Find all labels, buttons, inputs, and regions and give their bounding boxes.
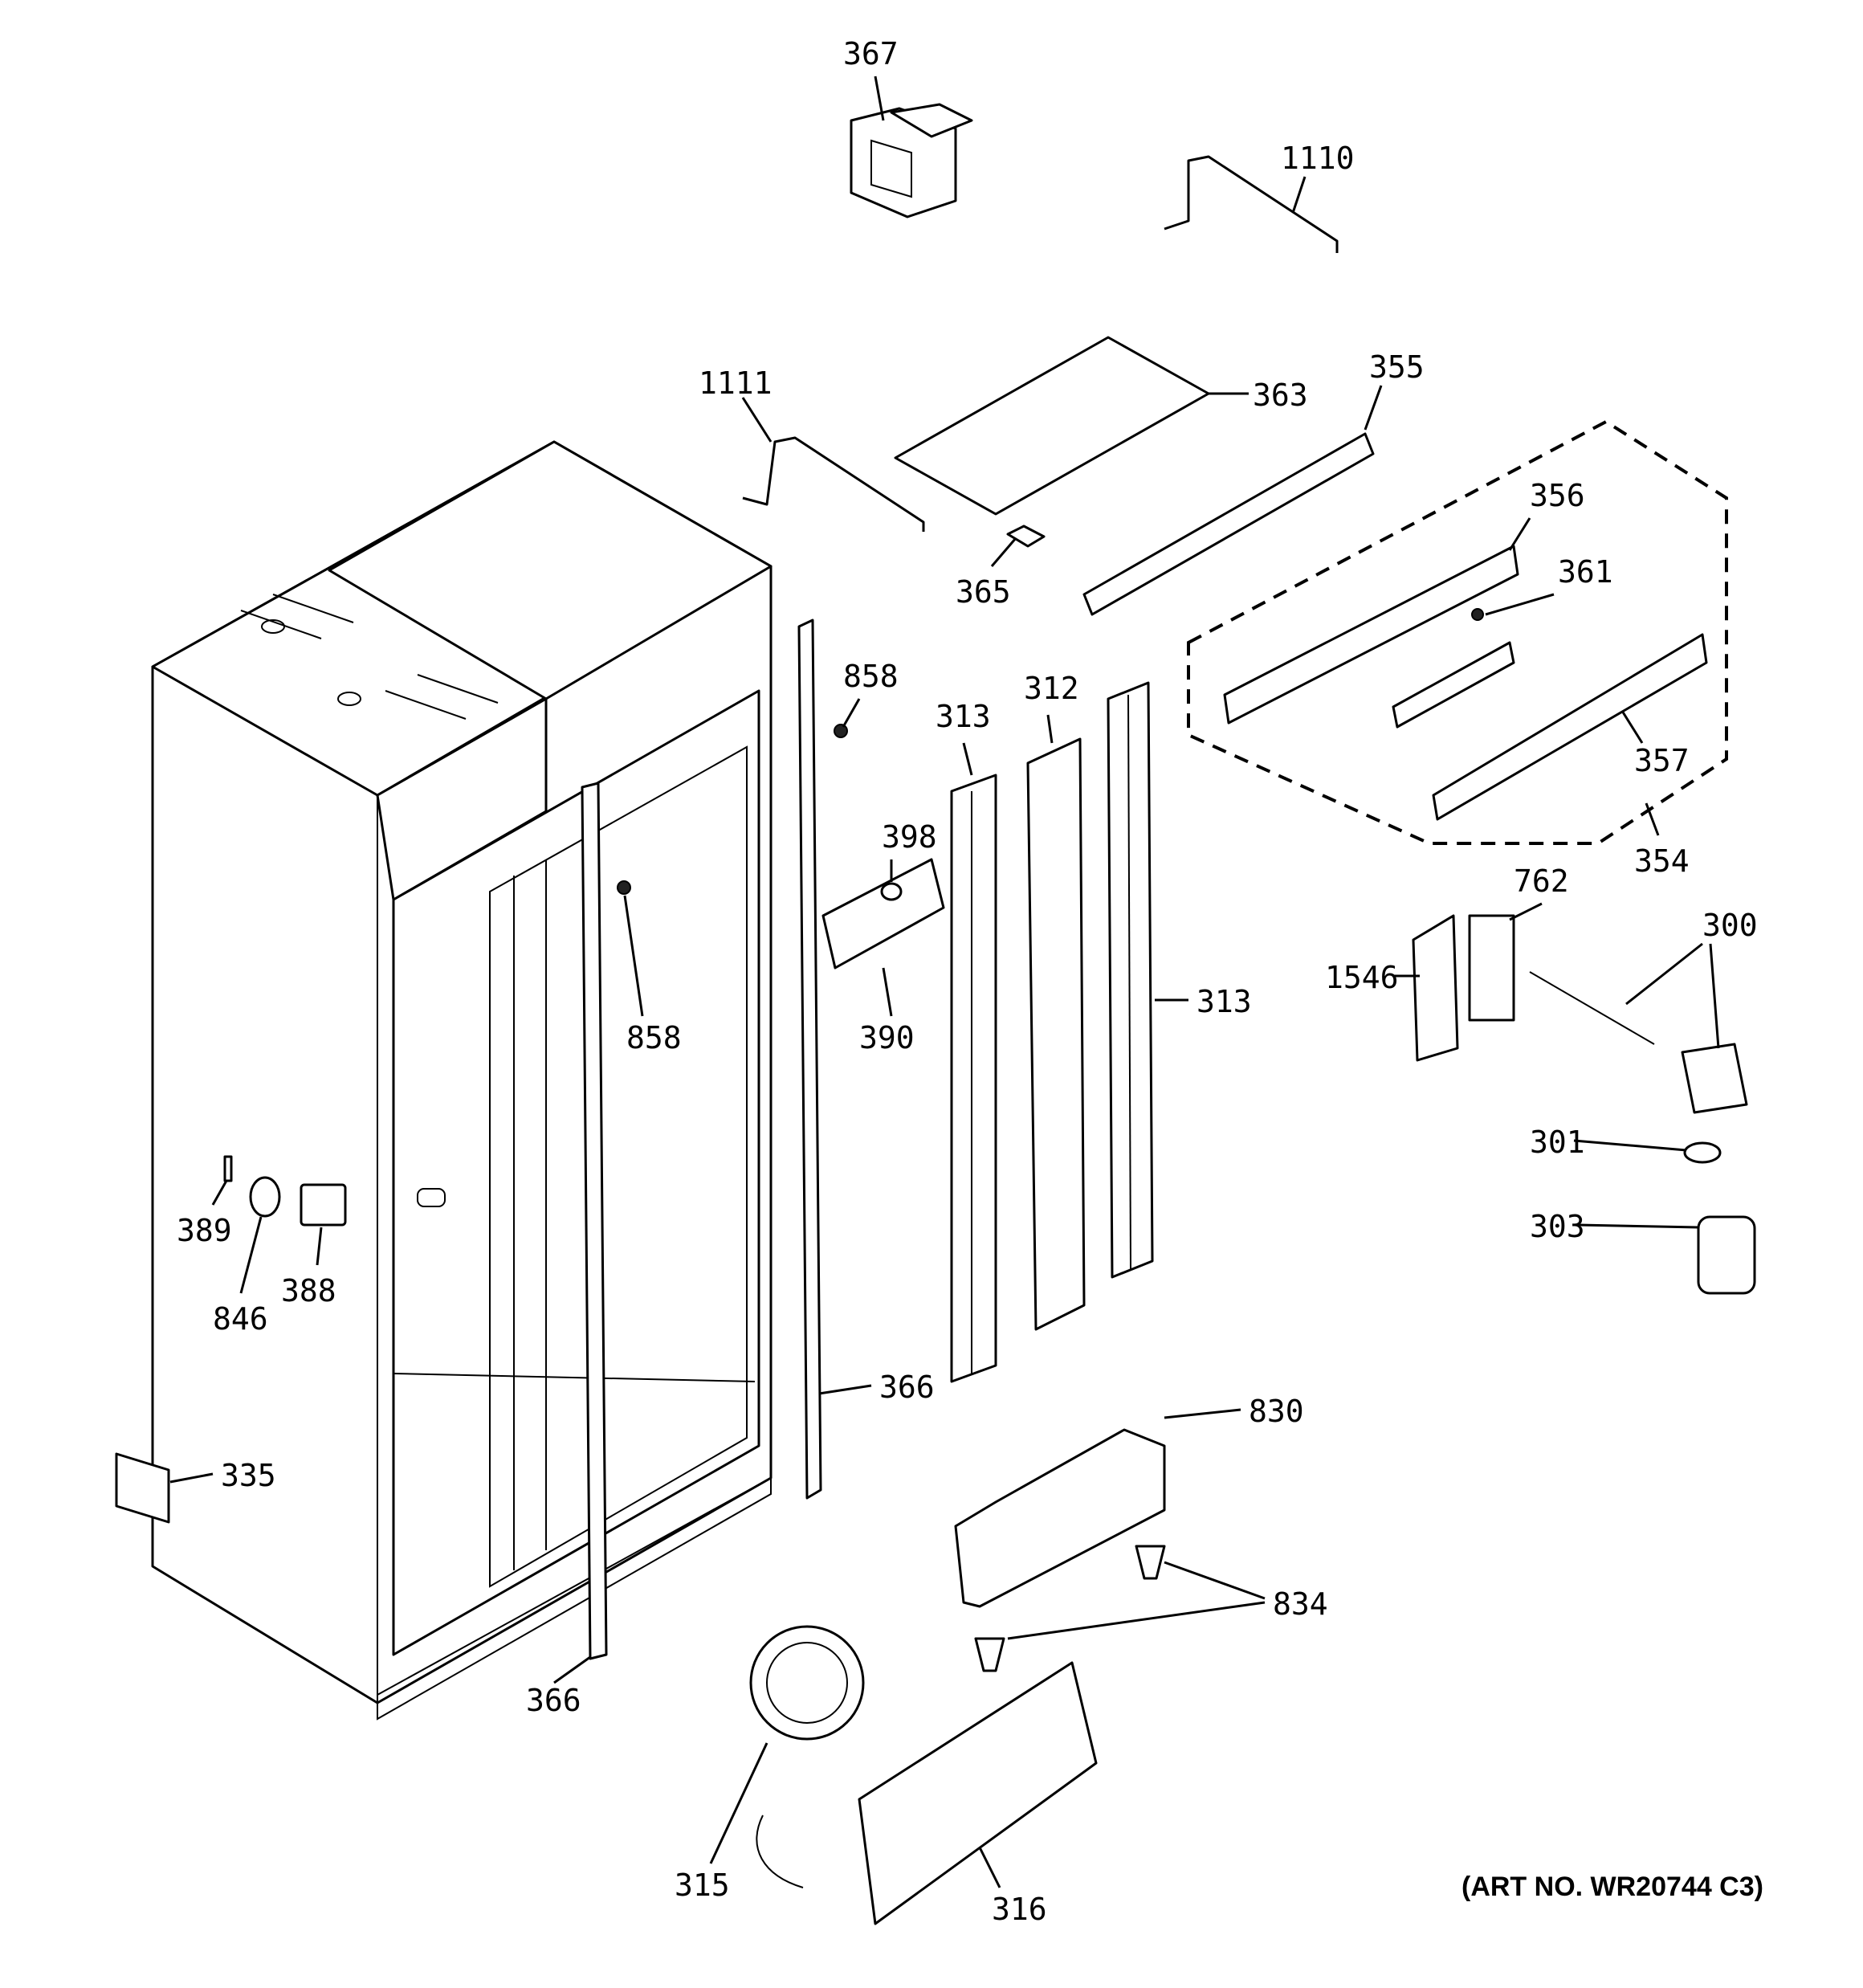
part-315-coil <box>749 1625 865 1888</box>
part-300-fan-assembly <box>1529 971 1748 1114</box>
callout-1546: 1546 <box>1325 960 1399 995</box>
callout-365: 365 <box>956 574 1011 610</box>
callout-1110: 1110 <box>1281 141 1355 176</box>
part-846-vent <box>249 1176 281 1218</box>
part-365-clip <box>1006 525 1046 548</box>
callout-300: 300 <box>1702 908 1758 943</box>
callout-labels: 367 1110 1111 363 355 356 361 365 858 31… <box>177 36 1763 1927</box>
art-number: (ART NO. WR20744 C3) <box>1461 1872 1763 1902</box>
part-390-bracket-plate <box>821 858 945 970</box>
part-303-filter <box>1697 1215 1756 1295</box>
cabinet-assembly <box>151 440 773 1721</box>
callout-366-lower: 366 <box>526 1683 581 1718</box>
callout-335: 335 <box>221 1458 276 1493</box>
part-316-panel <box>858 1661 1098 1925</box>
callout-356: 356 <box>1530 478 1585 513</box>
part-335-grille <box>115 1452 170 1524</box>
control-assembly-group <box>1187 419 1728 845</box>
callout-389: 389 <box>177 1213 232 1248</box>
part-858-screw-upper <box>834 724 848 738</box>
callout-834: 834 <box>1273 1586 1328 1622</box>
part-762-block <box>1468 914 1515 1022</box>
callout-858-lower: 858 <box>626 1020 682 1055</box>
part-398-plug <box>880 882 903 901</box>
callout-361: 361 <box>1558 554 1613 590</box>
callout-316: 316 <box>992 1892 1047 1927</box>
part-830-bracket <box>954 1428 1166 1608</box>
part-312-cover <box>1026 737 1086 1331</box>
callout-367: 367 <box>843 36 899 71</box>
part-355-rail <box>1082 432 1375 616</box>
callout-388: 388 <box>281 1273 336 1308</box>
callout-313-right: 313 <box>1196 984 1252 1019</box>
callout-301: 301 <box>1530 1125 1585 1160</box>
callout-363: 363 <box>1253 378 1308 413</box>
callout-830: 830 <box>1249 1394 1304 1429</box>
callout-354: 354 <box>1634 843 1690 879</box>
part-366-lower-strip <box>581 782 608 1660</box>
part-366-upper-strip <box>797 618 822 1500</box>
part-313-right-trim <box>1107 681 1154 1279</box>
callout-366-upper: 366 <box>879 1370 935 1405</box>
part-389-pin <box>223 1155 233 1182</box>
callout-390: 390 <box>859 1020 915 1055</box>
callout-398: 398 <box>882 819 937 855</box>
leader-lines <box>169 76 1720 1888</box>
callout-357: 357 <box>1634 743 1690 778</box>
callout-312: 312 <box>1024 671 1079 706</box>
part-834-caps <box>974 1545 1166 1672</box>
part-1111-bracket <box>742 436 925 532</box>
callout-846: 846 <box>213 1301 268 1337</box>
callout-355: 355 <box>1369 349 1425 385</box>
part-367-housing <box>850 103 973 218</box>
part-388-switch-plate <box>300 1183 347 1227</box>
part-1546-bracket <box>1412 914 1459 1062</box>
callout-858-upper: 858 <box>843 659 899 694</box>
callout-1111: 1111 <box>699 365 773 401</box>
callout-762: 762 <box>1514 863 1569 899</box>
part-858-screw-lower <box>617 880 631 895</box>
callout-315: 315 <box>675 1868 730 1903</box>
part-313-left-trim <box>950 774 997 1383</box>
callout-313-left: 313 <box>936 699 991 734</box>
callout-303: 303 <box>1530 1209 1585 1244</box>
part-1110-bracket <box>1164 155 1339 253</box>
part-301-cup <box>1683 1141 1722 1164</box>
part-363-panel <box>894 336 1210 516</box>
